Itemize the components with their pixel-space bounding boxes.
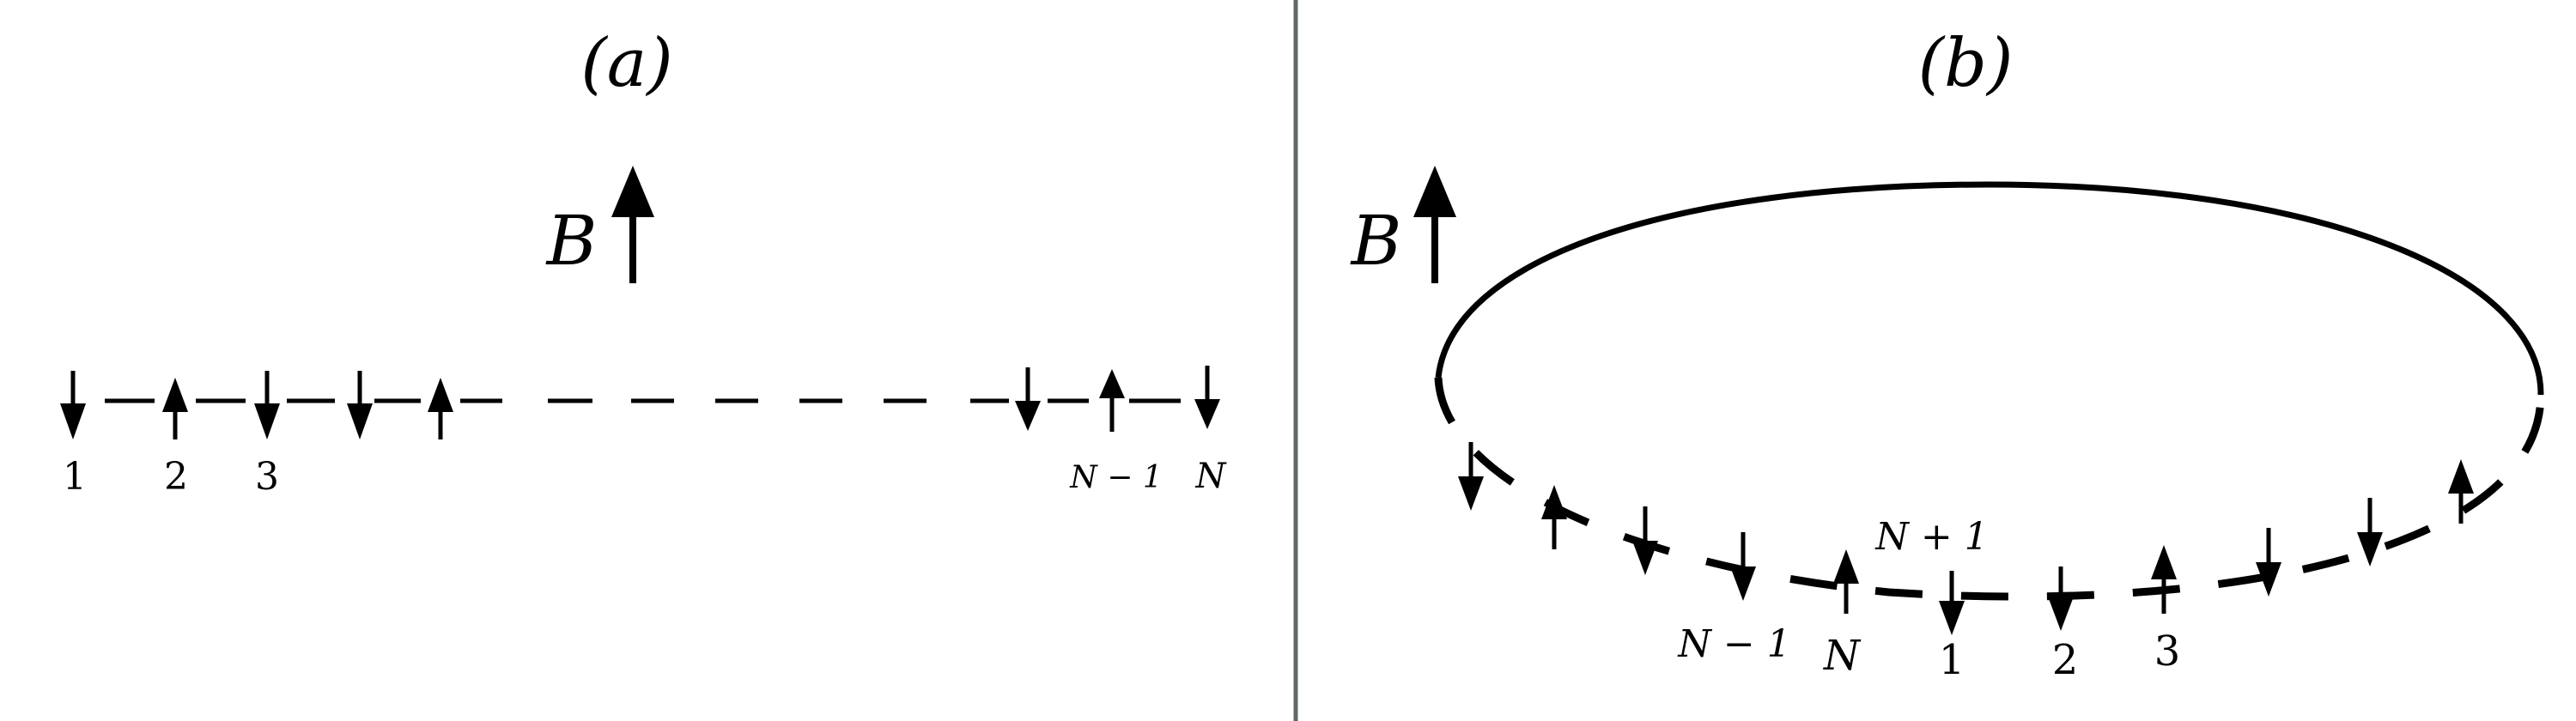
spin-up-icon bbox=[162, 378, 188, 439]
spin-down-icon bbox=[1730, 532, 1756, 601]
site-label: 2 bbox=[164, 455, 188, 499]
site-label: N + 1 bbox=[1874, 515, 1988, 559]
site-label: 1 bbox=[1939, 636, 1965, 684]
site-label: N bbox=[1195, 457, 1228, 496]
spin-up-icon bbox=[1833, 549, 1859, 614]
spin-up-icon bbox=[428, 378, 453, 439]
site-labels-b: N − 1 N N + 1 1 2 3 bbox=[1677, 515, 2180, 684]
site-label: N − 1 bbox=[1677, 622, 1790, 666]
site-label: N − 1 bbox=[1069, 460, 1162, 495]
site-label: 3 bbox=[255, 455, 279, 499]
panel-a: (a) B bbox=[60, 25, 1228, 499]
ring-solid-arc bbox=[1435, 181, 2544, 396]
field-label-b: B bbox=[1350, 201, 1402, 281]
spin-down-icon bbox=[2256, 528, 2281, 597]
magnetic-field-arrow-b: B bbox=[1350, 166, 1456, 283]
ring-dashed-arc bbox=[1434, 377, 2545, 601]
spin-down-icon bbox=[1632, 506, 1658, 575]
site-label: 2 bbox=[2052, 636, 2079, 684]
spin-down-icon bbox=[60, 371, 86, 439]
spin-down-icon bbox=[1939, 571, 1965, 635]
site-label: 1 bbox=[63, 455, 87, 499]
spin-up-icon bbox=[2448, 459, 2474, 524]
panel-b-label: (b) bbox=[1918, 25, 2014, 102]
spin-down-icon bbox=[2357, 498, 2383, 566]
magnetic-field-arrow-a: B bbox=[545, 166, 654, 283]
spin-down-icon bbox=[1015, 367, 1041, 431]
spin-down-icon bbox=[254, 371, 280, 439]
field-label-a: B bbox=[545, 201, 598, 281]
site-labels-a: 1 2 3 N − 1 N bbox=[63, 455, 1228, 499]
spin-down-icon bbox=[347, 371, 373, 439]
spin-up-icon bbox=[1099, 369, 1125, 432]
spin-down-icon bbox=[1194, 366, 1220, 429]
arrowhead-icon bbox=[1413, 166, 1456, 217]
site-label: 3 bbox=[2154, 627, 2181, 676]
open-spin-chain bbox=[60, 366, 1220, 439]
site-label: N bbox=[1823, 632, 1862, 680]
spin-down-icon bbox=[2048, 566, 2074, 631]
panel-a-label: (a) bbox=[580, 25, 672, 102]
panel-b: (b) B N − 1 N N + 1 1 2 bbox=[1350, 25, 2545, 684]
spin-up-icon bbox=[2151, 545, 2177, 614]
ring-spins bbox=[1458, 442, 2474, 635]
spin-down-icon bbox=[1458, 442, 1484, 511]
arrowhead-icon bbox=[611, 166, 654, 217]
spin-up-icon bbox=[1541, 485, 1567, 549]
